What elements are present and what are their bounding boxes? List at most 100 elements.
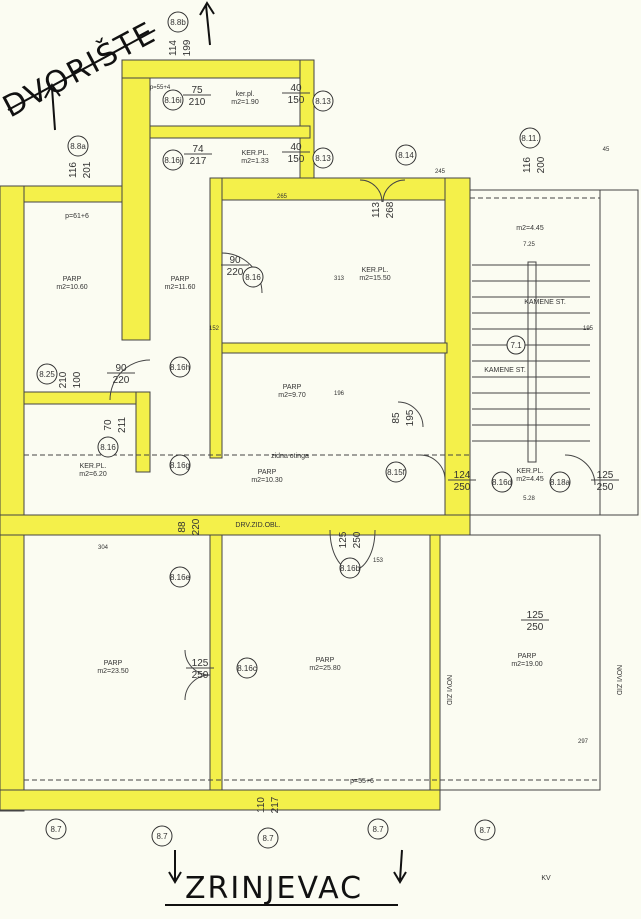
detail-tag: 8.16e — [170, 573, 191, 582]
tag-circle — [151, 825, 173, 847]
room-area: m2=9.70 — [278, 392, 306, 399]
tag-circle — [339, 557, 361, 579]
opening-width: 113 — [371, 202, 382, 218]
opening-width: 210 — [58, 371, 69, 388]
stair-tag-circle — [506, 335, 526, 355]
kv-note: KV — [541, 875, 551, 882]
wall-opening-note: zidna otinga — [271, 453, 309, 460]
detail-tag: 8.7 — [479, 826, 491, 835]
room-name: PARP — [518, 653, 537, 660]
walls — [0, 59, 639, 812]
tag-circle — [312, 147, 334, 169]
detail-tag: 8.13 — [315, 154, 331, 163]
parapet-note: p=55+4 — [150, 85, 171, 91]
room-area: m2=1.90 — [231, 99, 259, 106]
tag-circle — [491, 471, 513, 493]
courtyard-underline — [7, 29, 156, 111]
street-label: ZRINJEVAC — [185, 871, 363, 906]
opening-width: 124 — [454, 470, 471, 481]
room-name: PARP — [171, 276, 190, 283]
tag-circle — [242, 266, 264, 288]
room-area: m2=25.80 — [309, 665, 340, 672]
detail-tag: 8.16 — [100, 443, 116, 452]
level-mark: 5.28 — [523, 496, 535, 502]
room-labels: PARP m2=10.60 PARP m2=11.60 KER.PL. m2=1… — [56, 91, 543, 675]
room-area: m2=4.45 — [516, 476, 544, 483]
tag-circle — [162, 89, 184, 111]
room-name: PARP — [283, 384, 302, 391]
opening-height: 211 — [117, 417, 128, 433]
detail-tag: 8.13 — [315, 97, 331, 106]
room-area: m2=1.33 — [241, 158, 269, 165]
opening-height: 150 — [288, 95, 305, 106]
opening-height: 250 — [527, 622, 544, 633]
opening-height: 195 — [405, 409, 416, 426]
room-name: PARP — [104, 660, 123, 667]
room-name: KER.PL. — [517, 468, 544, 475]
opening-height: 268 — [385, 201, 396, 218]
opening-height: 217 — [270, 796, 281, 813]
opening-width: 116 — [522, 157, 533, 173]
wall-length: 297 — [578, 739, 589, 745]
detail-tag: 8.7 — [262, 834, 274, 843]
opening-height: 150 — [288, 154, 305, 165]
opening-height: 220 — [113, 375, 130, 386]
opening-height: 250 — [192, 670, 209, 681]
opening-width: 90 — [229, 255, 241, 266]
room-area: m2=10.60 — [56, 284, 87, 291]
tag-circle — [549, 471, 571, 493]
tag-circle — [474, 819, 496, 841]
stair-label: KAMENE ST. — [524, 299, 566, 306]
room-name: KER.PL. — [80, 463, 107, 470]
opening-width: 114 — [168, 40, 179, 56]
opening-width: 110 — [256, 797, 267, 813]
detail-tag: 8.16h — [170, 363, 190, 372]
wall-length: 153 — [373, 558, 384, 564]
detail-tag: 8.15f — [387, 468, 406, 477]
stair-rail — [527, 261, 537, 463]
room-name: ker.pl. — [236, 91, 255, 98]
parapet-note: p=55+6 — [350, 778, 374, 785]
opening-width: 70 — [103, 419, 114, 431]
detail-tag: 8.7 — [156, 832, 168, 841]
opening-height: 220 — [191, 518, 202, 535]
wall-length: 195 — [583, 326, 594, 332]
room-name: KER.PL. — [362, 267, 389, 274]
opening-width: 40 — [290, 142, 302, 153]
tag-circle — [67, 135, 89, 157]
detail-tag: 8.7 — [50, 825, 62, 834]
detail-tag: 8.16j — [164, 156, 182, 165]
parapet-note: p=61+6 — [65, 213, 89, 220]
room-name: PARP — [316, 657, 335, 664]
opening-height: 220 — [227, 267, 244, 278]
opening-height: 217 — [190, 156, 207, 167]
new-wall-note: NOVI ZID — [445, 675, 452, 705]
opening-width: 125 — [192, 658, 209, 669]
wall-length: 304 — [98, 545, 109, 551]
detail-tag: 8.8b — [170, 18, 186, 27]
tag-circle — [367, 818, 389, 840]
opening-height: 201 — [82, 161, 93, 178]
wall-length: 313 — [334, 276, 345, 282]
detail-tag: 8.14 — [398, 151, 414, 160]
detail-tag: 8.18a — [550, 478, 571, 487]
tag-circle — [45, 818, 67, 840]
opening-height: 250 — [597, 482, 614, 493]
opening-width: 75 — [191, 85, 203, 96]
wood-wall-note: DRV.ZID.OBL. — [235, 522, 280, 529]
opening-width: 116 — [68, 162, 79, 178]
opening-height: 210 — [189, 97, 206, 108]
opening-width: 125 — [597, 470, 614, 481]
detail-tag: 8.16b — [340, 564, 361, 573]
wall-length: 45 — [603, 147, 610, 153]
tag-circle — [97, 436, 119, 458]
opening-width: 125 — [527, 610, 544, 621]
tag-circle — [257, 827, 279, 849]
opening-width: 85 — [391, 412, 402, 424]
detail-tag: 8.16i — [164, 96, 182, 105]
stair-label: KAMENE ST. — [484, 367, 526, 374]
wall-length: 196 — [334, 391, 345, 397]
